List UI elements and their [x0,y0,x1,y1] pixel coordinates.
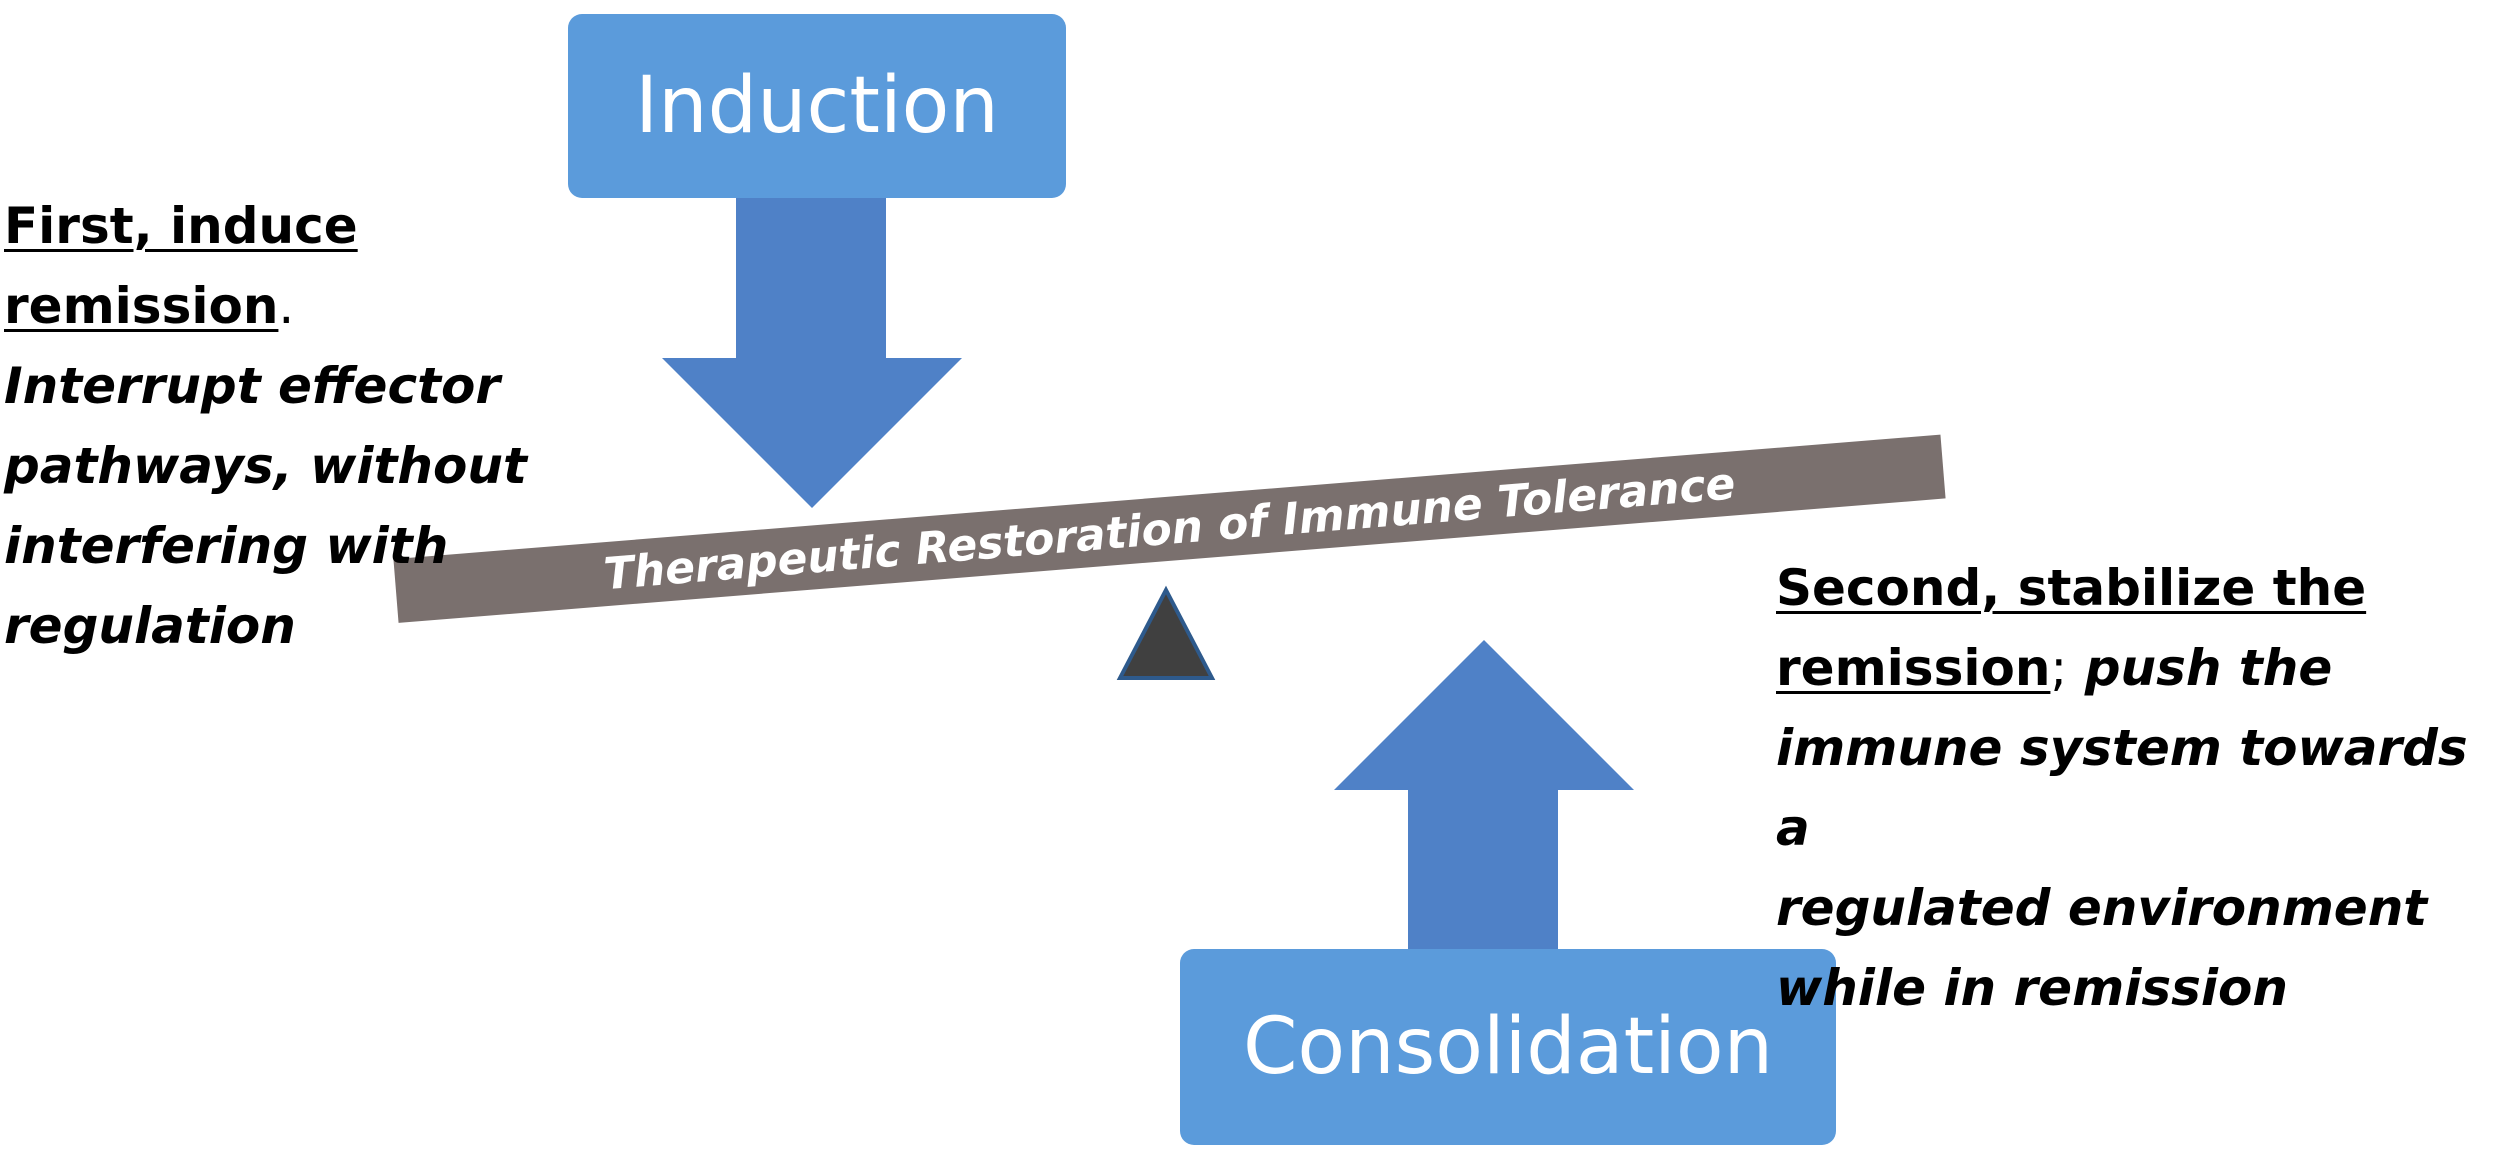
induction-heading: First, induce remission [4,197,358,335]
consolidation-heading-line1: Second, stabilize the [1776,559,2367,617]
induction-line: pathways, without [4,437,527,495]
induction-down-arrow [662,198,962,508]
consolidation-box: Consolidation [1180,949,1836,1145]
induction-line: Interrupt effector [4,357,501,415]
consolidation-heading-remission: remission [1776,639,2051,697]
consolidation-separator: ; [2050,639,2068,697]
induction-box: Induction [568,14,1066,198]
consolidation-up-arrow [1334,640,1634,949]
consolidation-line: regulated environment [1776,879,2428,937]
consolidation-line-rest: push the [2067,639,2333,697]
induction-description: First, induce remission. Interrupt effec… [4,186,604,666]
consolidation-description: Second, stabilize the remission; push th… [1776,548,2496,1028]
consolidation-line: immune system towards a [1776,719,2468,857]
consolidation-line: while in remission [1776,959,2288,1017]
induction-label: Induction [635,61,999,151]
induction-heading-line: First, induce remission. [4,186,604,346]
induction-line: interfering with [4,517,449,575]
fulcrum-triangle [1116,585,1216,680]
consolidation-heading-line2: remission; push the [1776,628,2496,708]
induction-line: regulation [4,597,296,655]
induction-heading-period: . [278,277,295,335]
consolidation-label: Consolidation [1242,1002,1774,1092]
